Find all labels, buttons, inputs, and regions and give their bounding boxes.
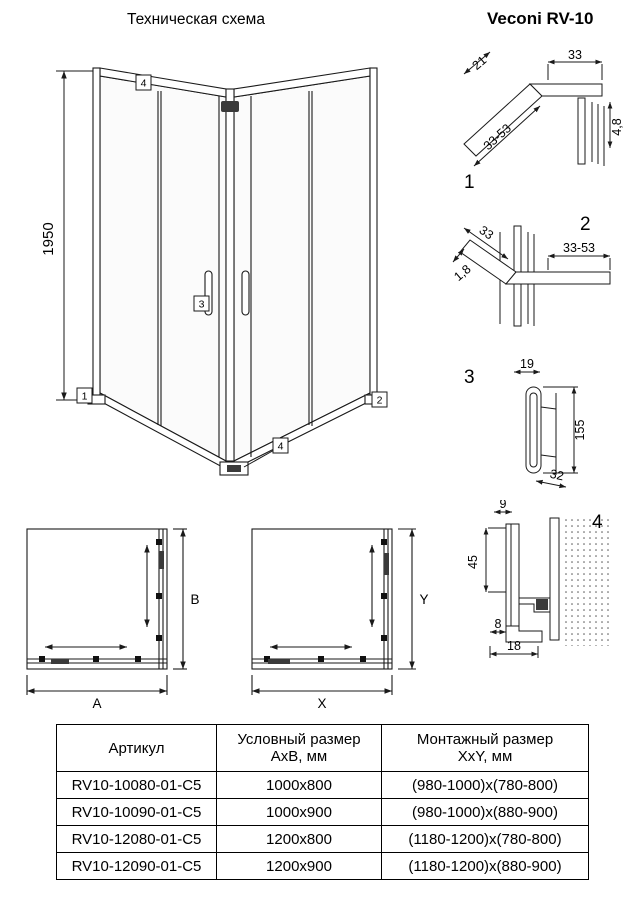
detail-1-dim-21: 21 bbox=[470, 53, 490, 73]
col-header-mount: Монтажный размер XxY, мм bbox=[381, 724, 589, 772]
col-header-artikul: Артикул bbox=[56, 724, 217, 772]
callout-1-left: 1 bbox=[82, 391, 88, 403]
corner-connector bbox=[221, 101, 239, 112]
col-header-mount-line1: Монтажный размер bbox=[416, 731, 554, 748]
cell-size: 1200x800 bbox=[216, 825, 382, 853]
cell-size: 1000x800 bbox=[216, 771, 382, 799]
col-header-size-line2: АхВ, мм bbox=[270, 748, 328, 765]
callout-4-bottom: 4 bbox=[278, 441, 284, 453]
cell-size: 1200x900 bbox=[216, 852, 382, 880]
plan-ab-height-label: B bbox=[190, 592, 199, 607]
detail-4-label: 4 bbox=[592, 512, 603, 533]
cell-artikul: RV10-12080-01-C5 bbox=[56, 825, 217, 853]
col-header-size-line1: Условный размер bbox=[237, 731, 361, 748]
cell-artikul: RV10-10090-01-C5 bbox=[56, 798, 217, 826]
detail-2-shapes bbox=[452, 225, 611, 327]
right-door-handle bbox=[241, 270, 250, 316]
callout-boxes bbox=[76, 74, 388, 468]
callout-3-handle: 3 bbox=[199, 299, 205, 311]
detail-1-shapes bbox=[463, 51, 613, 167]
detail-3-dim-155: 155 bbox=[573, 420, 587, 441]
plan-xy-height-label: Y bbox=[419, 592, 428, 607]
table-row: RV10-10080-01-C5 1000x800 (980-1000)x(78… bbox=[56, 771, 589, 799]
cell-mount: (1180-1200)x(880-900) bbox=[381, 852, 589, 880]
callout-4-top: 4 bbox=[141, 78, 147, 90]
corner-post bbox=[221, 88, 239, 462]
cell-artikul: RV10-10080-01-C5 bbox=[56, 771, 217, 799]
col-header-mount-line2: XxY, мм bbox=[457, 748, 513, 765]
detail-2-drawing: 33 1,8 33-53 2 bbox=[452, 214, 611, 327]
plan-ab-width-label: A bbox=[92, 696, 101, 711]
callout-numbers: 4 1 2 3 4 bbox=[82, 78, 383, 453]
callout-2-right: 2 bbox=[377, 395, 383, 407]
detail-2-dim-18: 1,8 bbox=[452, 262, 474, 284]
height-dim-label: 1950 bbox=[40, 222, 57, 255]
plan-view-ab: A B bbox=[26, 528, 200, 711]
plan-xy-width-label: X bbox=[317, 696, 326, 711]
detail-3-drawing: 19 155 32 3 bbox=[464, 357, 587, 489]
plan-ab-shapes bbox=[26, 528, 187, 695]
brand-title: Veconi RV-10 bbox=[487, 9, 594, 28]
detail-2-dim-3353: 33-53 bbox=[563, 241, 595, 255]
main-drawing: 1950 bbox=[40, 67, 388, 476]
detail-2-label: 2 bbox=[580, 214, 591, 235]
detail-1-drawing: 21 33 33-53 4,8 1 bbox=[463, 48, 624, 193]
cell-mount: (980-1000)x(780-800) bbox=[381, 771, 589, 799]
detail-4-dim-45: 45 bbox=[466, 555, 480, 569]
spec-table: Артикул Условный размер АхВ, мм Монтажны… bbox=[56, 724, 589, 880]
detail-4-dim-18: 18 bbox=[507, 639, 521, 653]
table-row: RV10-12080-01-C5 1200x800 (1180-1200)x(7… bbox=[56, 825, 589, 853]
detail-2-dim-33: 33 bbox=[477, 223, 496, 242]
detail-1-dim-33: 33 bbox=[568, 48, 582, 62]
table-row: RV10-12090-01-C5 1200x900 (1180-1200)x(8… bbox=[56, 852, 589, 880]
col-header-size: Условный размер АхВ, мм bbox=[216, 724, 382, 772]
detail-4-dim-8: 8 bbox=[495, 617, 502, 631]
detail-3-dim-19: 19 bbox=[520, 357, 534, 371]
cell-mount: (980-1000)x(880-900) bbox=[381, 798, 589, 826]
detail-3-label: 3 bbox=[464, 367, 475, 388]
detail-3-dim-32: 32 bbox=[549, 467, 566, 484]
detail-1-dim-glass: 4,8 bbox=[610, 118, 624, 135]
page-title: Техническая схема bbox=[127, 11, 265, 28]
wall-profiles bbox=[87, 67, 383, 476]
cell-size: 1000x900 bbox=[216, 798, 382, 826]
detail-4-shapes bbox=[483, 509, 610, 658]
cell-mount: (1180-1200)x(780-800) bbox=[381, 825, 589, 853]
right-wall-panel bbox=[233, 67, 371, 470]
table-header-row: Артикул Условный размер АхВ, мм Монтажны… bbox=[56, 724, 589, 772]
cell-artikul: RV10-12090-01-C5 bbox=[56, 852, 217, 880]
detail-1-label: 1 bbox=[464, 172, 475, 193]
detail-4-dim-9: 9 bbox=[500, 500, 507, 511]
table-row: RV10-10090-01-C5 1000x900 (980-1000)x(88… bbox=[56, 798, 589, 826]
left-wall-panel bbox=[99, 67, 227, 470]
wall-section-hatch bbox=[562, 518, 610, 646]
detail-3-shapes bbox=[514, 369, 578, 489]
plan-xy-shapes bbox=[251, 528, 416, 695]
detail-4-drawing: 9 45 8 18 4 bbox=[466, 500, 610, 658]
height-dimension bbox=[56, 70, 94, 401]
plan-view-xy: X Y bbox=[251, 528, 429, 711]
